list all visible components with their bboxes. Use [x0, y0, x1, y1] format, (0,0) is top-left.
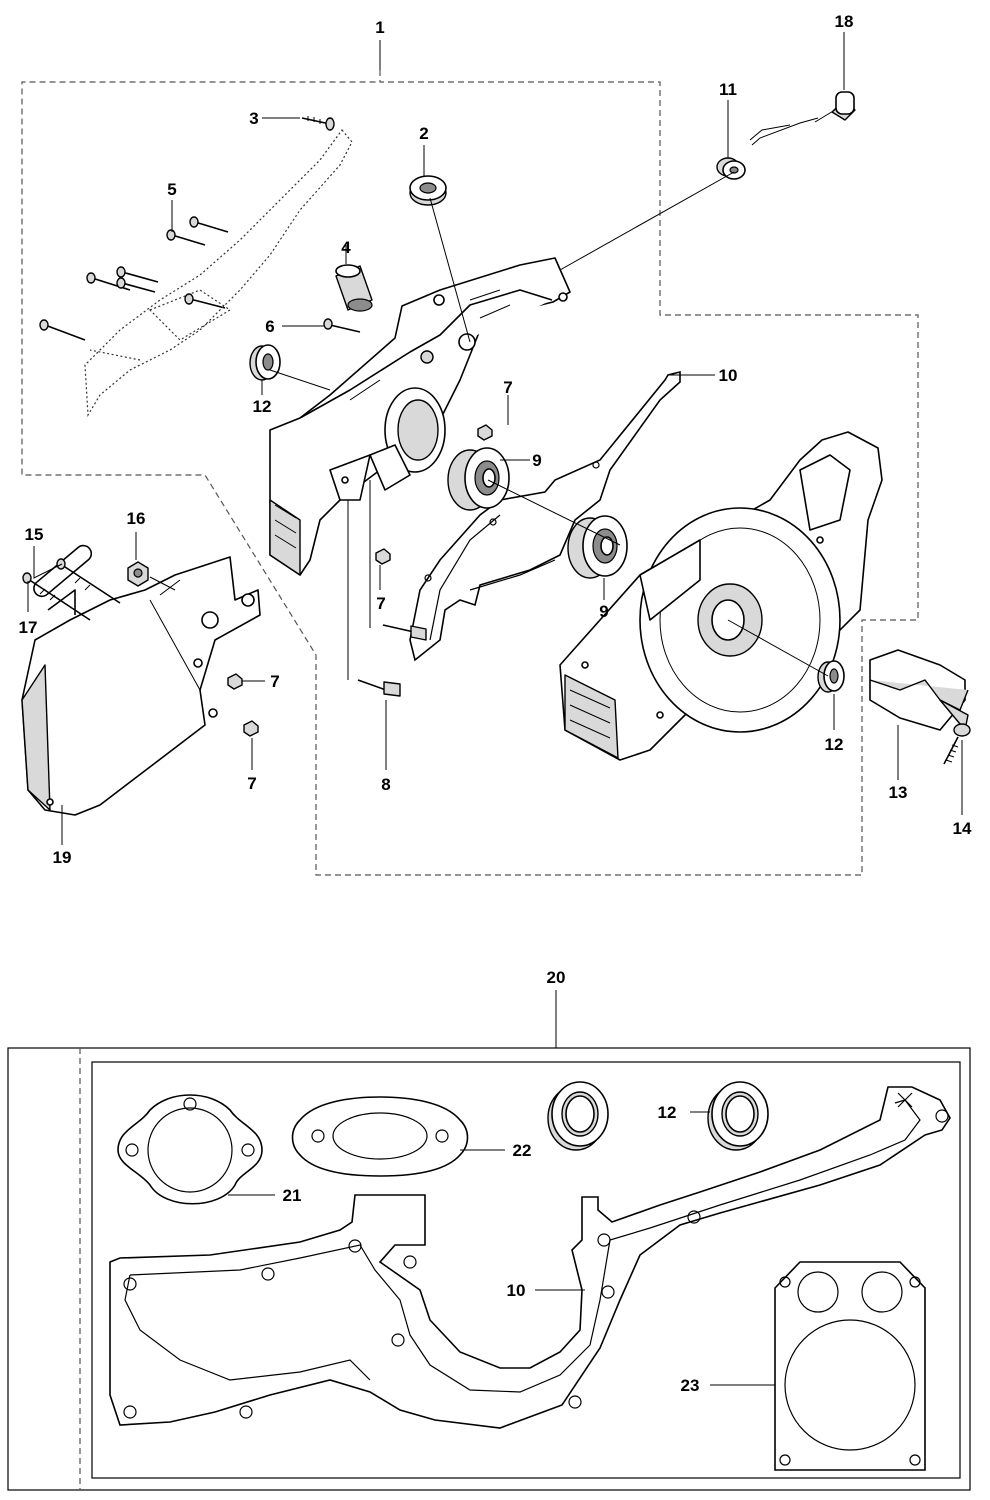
- label-7-cover-lower: 7: [247, 774, 256, 793]
- part-7-nuts: [227, 424, 493, 737]
- label-2: 2: [419, 124, 428, 143]
- label-13: 13: [889, 783, 908, 802]
- crankcase-gasket-top: [409, 370, 681, 662]
- gasket-10-large: [109, 1086, 951, 1429]
- part-8-bolts: [357, 624, 427, 697]
- label-7-upper: 7: [503, 378, 512, 397]
- part-4-filter: [335, 264, 373, 312]
- label-19: 19: [53, 848, 72, 867]
- crankcase-right-half: [559, 431, 883, 761]
- label-22: 22: [513, 1141, 532, 1160]
- part-13-bracket: [869, 649, 969, 731]
- part-11-bushing: [716, 157, 746, 180]
- part-12-seal-left: [249, 344, 281, 381]
- label-6: 6: [265, 317, 274, 336]
- label-10-top: 10: [719, 366, 738, 385]
- part-5-screws: [39, 216, 229, 341]
- ball-bearing-lower: [567, 515, 628, 579]
- gasket-21-round: [117, 1094, 263, 1205]
- gasket-23-cylinder: [774, 1261, 926, 1471]
- label-5: 5: [167, 180, 176, 199]
- label-4: 4: [341, 238, 351, 257]
- ball-bearing-upper: [447, 447, 510, 511]
- label-23: 23: [681, 1376, 700, 1395]
- label-9-lower: 9: [599, 602, 608, 621]
- dotted-bracket-plate: [84, 129, 353, 417]
- part-6-screw: [323, 318, 361, 333]
- part-18-fitting: [749, 91, 856, 146]
- label-21: 21: [283, 1186, 302, 1205]
- part-3-screw: [301, 116, 335, 131]
- group-1-dashed-boundary: [21, 70, 919, 876]
- label-16: 16: [127, 509, 146, 528]
- kit-seal-right: [707, 1081, 769, 1151]
- gasket-22-oval: [291, 1096, 469, 1177]
- label-18: 18: [835, 12, 854, 31]
- label-20: 20: [547, 968, 566, 987]
- label-14: 14: [953, 819, 972, 838]
- label-11: 11: [719, 80, 737, 99]
- label-8: 8: [381, 775, 390, 794]
- leader-lines-top: [27, 32, 963, 845]
- label-12-left: 12: [253, 397, 272, 416]
- label-12-kit: 12: [658, 1103, 677, 1122]
- kit-inner-box: [91, 1061, 961, 1479]
- part-14-screw: [943, 723, 971, 765]
- clutch-cover: [21, 544, 261, 816]
- part-2-grommet: [409, 175, 447, 206]
- crankcase-left-half: [269, 257, 571, 576]
- label-10-kit: 10: [507, 1281, 526, 1300]
- part-16-nut: [127, 561, 149, 587]
- label-17: 17: [19, 618, 38, 637]
- label-3: 3: [249, 109, 258, 128]
- label-15: 15: [25, 525, 44, 544]
- label-7-cover-upper: 7: [270, 672, 279, 691]
- label-12-right: 12: [825, 735, 844, 754]
- kit-seal-left: [547, 1081, 609, 1151]
- leader-lines-bottom: [228, 1111, 775, 1386]
- part-12-seal-right: [817, 660, 845, 693]
- label-7-center: 7: [376, 594, 385, 613]
- label-9-upper: 9: [532, 451, 541, 470]
- callout-labels: 1 18 11 2 3 5 4 6 12 7 9 10 16 15 17 7 9…: [19, 12, 972, 1395]
- label-1: 1: [375, 18, 384, 37]
- kit-outer-box: [7, 1047, 971, 1491]
